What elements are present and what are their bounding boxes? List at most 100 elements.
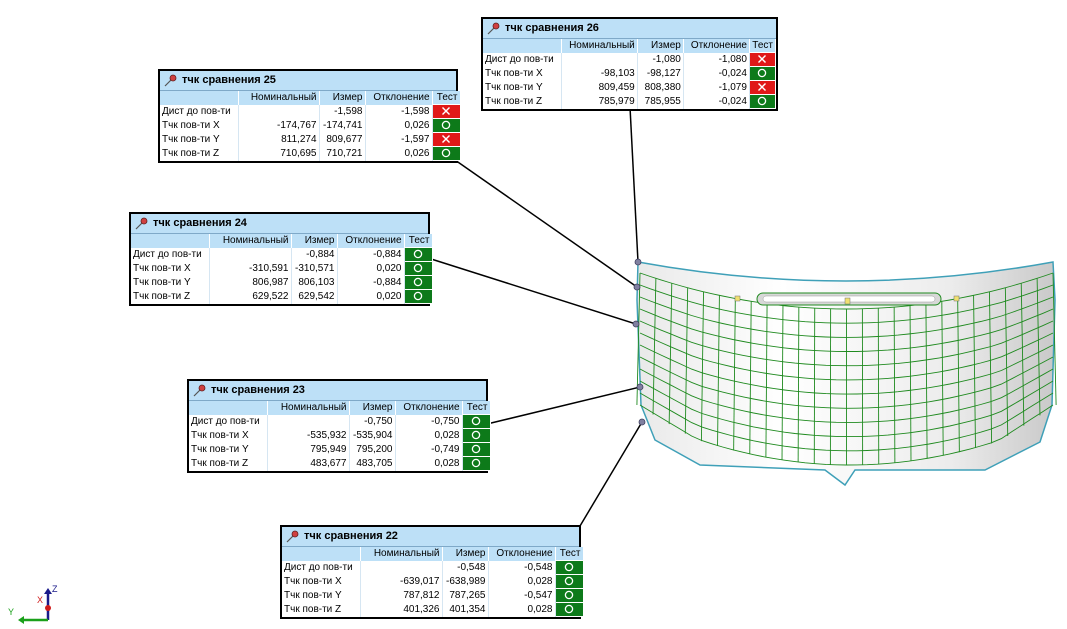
column-header-deviation: Отклонение [395, 401, 463, 415]
callout-title[interactable]: тчк сравнения 23 [189, 381, 486, 401]
table-row: Дист до пов-ти-0,548-0,548 [282, 560, 584, 575]
measure-point-23 [636, 383, 644, 391]
deviation-value: -1,598 [365, 104, 433, 119]
test-fail-indicator [431, 104, 461, 119]
row-label: Тчк пов-ти Z [189, 456, 268, 471]
column-header-label [131, 234, 210, 248]
deviation-value: 0,028 [488, 602, 556, 617]
mesh-line-vertical [668, 283, 673, 425]
column-header-measured: Измер [442, 547, 489, 561]
test-pass-indicator [461, 414, 491, 429]
nominal-value: -174,767 [238, 118, 320, 133]
column-header-nominal: Номинальный [360, 547, 443, 561]
column-header-nominal: Номинальный [209, 234, 292, 248]
row-label: Тчк пов-ти Y [282, 588, 361, 603]
table-row: Дист до пов-ти-0,884-0,884 [131, 247, 433, 262]
deviation-value: -0,548 [488, 560, 556, 575]
column-header-test: Тест [749, 39, 777, 53]
mesh-line-vertical [749, 301, 752, 455]
measure-point-24 [632, 320, 640, 328]
mesh-line-vertical [652, 278, 657, 415]
mesh-line-vertical [973, 295, 976, 449]
mesh-line-vertical [781, 305, 784, 461]
pin-icon [286, 530, 299, 543]
test-pass-indicator [461, 456, 491, 471]
column-header-measured: Измер [291, 234, 338, 248]
mesh-line-horizontal [639, 380, 1054, 438]
deviation-value: -0,884 [337, 275, 405, 290]
nominal-value: 629,522 [209, 289, 292, 304]
clip-marker [953, 295, 960, 302]
measured-value: 795,200 [349, 442, 396, 457]
table-row: Дист до пов-ти-1,598-1,598 [160, 104, 461, 119]
column-header-label [160, 91, 239, 105]
row-label: Тчк пов-ти X [160, 118, 239, 133]
deviation-value: -0,884 [337, 247, 405, 262]
nominal-value [209, 247, 292, 262]
part-surface[interactable] [636, 261, 1056, 487]
mesh-line-horizontal [639, 368, 1054, 423]
callout-title-text: тчк сравнения 23 [211, 384, 305, 396]
row-label: Тчк пов-ти Z [282, 602, 361, 617]
column-header-deviation: Отклонение [365, 91, 433, 105]
nominal-value: -98,103 [561, 66, 638, 81]
measured-value: 785,955 [637, 94, 684, 109]
callout-title[interactable]: тчк сравнения 26 [483, 19, 776, 39]
test-pass-indicator [431, 118, 461, 133]
pass-circle-icon [441, 120, 451, 131]
pass-circle-icon [564, 562, 574, 573]
measured-value: 806,103 [291, 275, 338, 290]
nominal-value [267, 414, 350, 429]
nominal-value: 401,326 [360, 602, 443, 617]
callout-title[interactable]: тчк сравнения 22 [282, 527, 579, 547]
nominal-value: 806,987 [209, 275, 292, 290]
pass-circle-icon [564, 590, 574, 601]
mesh-line-horizontal [639, 296, 1054, 338]
measured-value: 787,265 [442, 588, 489, 603]
mesh-line-vertical [1052, 272, 1057, 406]
callout-title-text: тчк сравнения 24 [153, 217, 247, 229]
measured-value: -310,571 [291, 261, 338, 276]
measure-point-26 [634, 258, 642, 266]
table-row: Тчк пов-ти X-98,103-98,127-0,024 [483, 66, 777, 81]
nominal-value: -535,932 [267, 428, 350, 443]
callout-title[interactable]: тчк сравнения 24 [131, 214, 428, 234]
row-label: Дист до пов-ти [483, 52, 562, 67]
test-pass-indicator [403, 275, 433, 290]
leader-line-25 [454, 159, 638, 288]
nominal-value: 811,274 [238, 132, 320, 147]
deviation-value: 0,026 [365, 146, 433, 161]
deviation-value: -0,024 [683, 66, 750, 81]
row-label: Тчк пов-ти X [282, 574, 361, 589]
deviation-value: -0,749 [395, 442, 463, 457]
column-header-nominal: Номинальный [267, 401, 350, 415]
measured-value: 483,705 [349, 456, 396, 471]
measured-value: -174,741 [319, 118, 366, 133]
table-row: Дист до пов-ти-0,750-0,750 [189, 414, 491, 429]
mesh-line-vertical [1036, 278, 1041, 416]
column-header-nominal: Номинальный [561, 39, 638, 53]
column-header-nominal: Номинальный [238, 91, 320, 105]
test-pass-indicator [403, 261, 433, 276]
mesh-line-horizontal [639, 308, 1054, 352]
measured-value: -0,750 [349, 414, 396, 429]
mesh-line-horizontal [639, 404, 1054, 466]
pin-icon [135, 217, 148, 230]
callout-title[interactable]: тчк сравнения 25 [160, 71, 456, 91]
measured-value: -0,884 [291, 247, 338, 262]
